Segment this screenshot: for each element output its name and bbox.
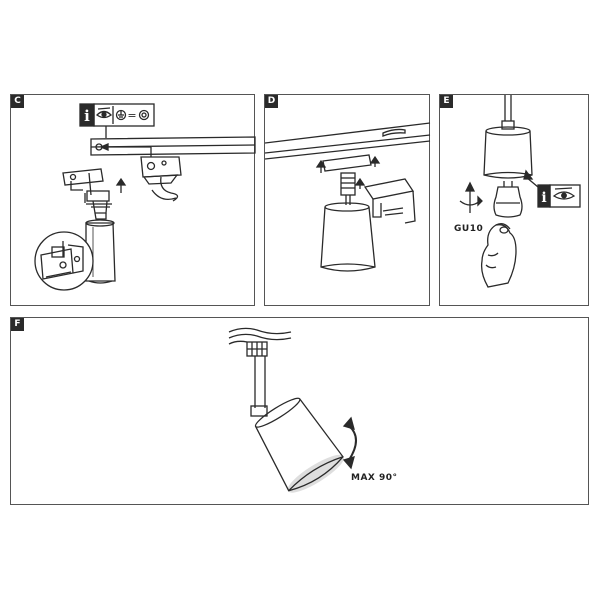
eye-icon — [552, 187, 576, 200]
bulb-type-label: GU10 — [454, 224, 483, 234]
panel-c-label: C — [11, 95, 24, 108]
panel-e-label: E — [440, 95, 453, 108]
ground-icon — [115, 109, 127, 121]
panel-d-label: D — [265, 95, 278, 108]
equals-symbol: = — [127, 109, 136, 122]
info-icon: i — [79, 103, 95, 127]
tilt-limit-label: MAX 90° — [351, 473, 398, 483]
panel-f: F — [10, 317, 589, 505]
info-icon: i — [537, 184, 551, 208]
hand-icon — [480, 223, 517, 288]
panel-e: E i — [439, 94, 589, 306]
panel-f-illustration: MAX 90° — [228, 327, 398, 493]
panel-d-illustration — [265, 122, 431, 272]
panel-d: D — [264, 94, 431, 306]
eye-icon — [95, 107, 113, 119]
panel-c-illustration: i = — [34, 103, 256, 291]
curved-arrow-icon — [342, 416, 357, 470]
panel-f-label: F — [11, 318, 24, 331]
panel-c: C i = — [10, 94, 256, 306]
panel-e-illustration: i GU10 — [454, 95, 581, 288]
svg-text:i: i — [84, 107, 90, 125]
rotate-arrow-icon — [459, 181, 483, 213]
svg-text:i: i — [541, 190, 546, 206]
